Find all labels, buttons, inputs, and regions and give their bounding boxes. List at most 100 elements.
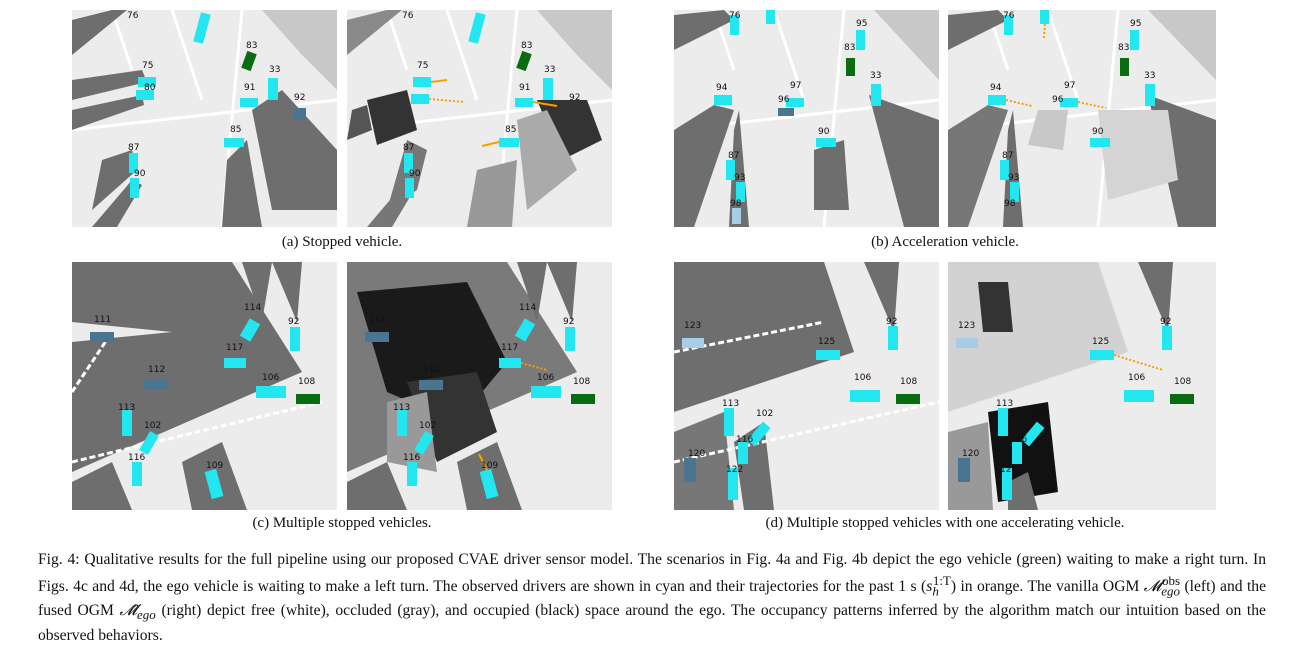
vehicle-label: 83 — [246, 41, 257, 51]
vehicle-label: 116 — [128, 453, 145, 463]
vehicle-label: 33 — [544, 65, 555, 75]
vehicle-label: 122 — [726, 465, 743, 475]
math-M: 𝓜 — [1143, 577, 1162, 595]
vehicle-label: 125 — [818, 337, 835, 347]
vehicle-label: 108 — [573, 377, 590, 387]
vehicle-label: 117 — [501, 343, 518, 353]
vehicle-label: 87 — [728, 151, 739, 161]
vehicle-label: 87 — [128, 143, 139, 153]
panel-b-left-ogm: 76 95 83 94 97 33 96 90 87 93 98 — [674, 10, 939, 227]
vehicle-label: 112 — [148, 365, 165, 375]
vehicle-label: 95 — [1130, 19, 1141, 29]
vehicle-label: 90 — [1092, 127, 1104, 137]
vehicle-label: 106 — [262, 373, 279, 383]
panel-d-left-ogm: 92 123 125 106 108 113 102 116 120 122 — [674, 262, 939, 510]
vehicle-label: 96 — [1052, 95, 1064, 105]
vehicle-label: 106 — [854, 373, 871, 383]
vehicle-label: 90 — [818, 127, 830, 137]
vehicle-label: 114 — [519, 303, 536, 313]
vehicle-label: 76 — [1003, 11, 1015, 21]
vehicle-label: 93 — [734, 173, 745, 183]
vehicle-label: 102 — [756, 409, 773, 419]
vehicle-label: 116 — [403, 453, 420, 463]
vehicle-label: 125 — [1092, 337, 1109, 347]
vehicle-label: 75 — [417, 61, 428, 71]
vehicle-label: 33 — [269, 65, 280, 75]
vehicle-label: 113 — [722, 399, 739, 409]
vehicle-label: 90 — [134, 169, 146, 179]
panel-a-right-fused: 76 75 83 33 91 92 85 87 90 — [347, 10, 612, 227]
math-sub: ego — [1161, 582, 1180, 598]
math-M-hat: 𝓜̂ — [119, 602, 138, 620]
vehicle-label: 92 — [569, 93, 580, 103]
vehicle-label: 92 — [1160, 317, 1171, 327]
vehicle-label: 83 — [844, 43, 855, 53]
vehicle-label: 120 — [962, 449, 979, 459]
vehicle-label: 33 — [870, 71, 881, 81]
vehicle-label: 83 — [521, 41, 532, 51]
vehicle-label: 83 — [1118, 43, 1129, 53]
vehicle-label: 102 — [1030, 409, 1047, 419]
vehicle-label: 92 — [294, 93, 305, 103]
vehicle-label: 108 — [1174, 377, 1191, 387]
vehicle-label: 93 — [1008, 173, 1019, 183]
vehicle-label: 87 — [1002, 151, 1013, 161]
math-sub: ego — [137, 607, 156, 623]
vehicle-label: 123 — [684, 321, 701, 331]
panel-a-left-ogm: 76 75 83 33 91 92 80 85 87 90 — [72, 10, 337, 227]
subcaption-b: (b) Acceleration vehicle. — [871, 234, 1019, 250]
vehicle-label: 111 — [369, 315, 386, 325]
vehicle-label: 122 — [1000, 465, 1017, 475]
vehicle-label: 80 — [144, 83, 156, 93]
vehicle-label: 94 — [716, 83, 728, 93]
vehicle-label: 87 — [403, 143, 414, 153]
subcaption-c: (c) Multiple stopped vehicles. — [252, 515, 432, 531]
vehicle-label: 102 — [144, 421, 161, 431]
figure-caption: Fig. 4: Qualitative results for the full… — [38, 550, 1266, 646]
subcaption-d: (d) Multiple stopped vehicles with one a… — [765, 515, 1125, 531]
vehicle-label: 91 — [519, 83, 530, 93]
vehicle-label: 106 — [537, 373, 554, 383]
vehicle-label: 92 — [886, 317, 897, 327]
math-s: s — [926, 577, 933, 595]
vehicle-label: 109 — [206, 461, 223, 471]
vehicle-label: 112 — [423, 365, 440, 375]
vehicle-label: 76 — [127, 11, 139, 21]
vehicle-label: 106 — [1128, 373, 1145, 383]
subcaption-a: (a) Stopped vehicle. — [281, 234, 403, 250]
caption-text: (left) and the fused OGM — [38, 577, 1266, 620]
vehicle-label: 94 — [990, 83, 1002, 93]
vehicle-label: 117 — [226, 343, 243, 353]
vehicle-label: 108 — [298, 377, 315, 387]
vehicle-label: 113 — [996, 399, 1013, 409]
caption-text: (right) depict free (white), occluded (g… — [38, 602, 1266, 644]
vehicle-label: 96 — [778, 95, 790, 105]
panel-c-right-fused: 114 92 111 117 112 106 108 113 102 116 1… — [347, 262, 612, 510]
panel-c-left-ogm: 114 92 111 117 112 106 108 113 102 116 1… — [72, 262, 337, 510]
vehicle-label: 91 — [244, 83, 255, 93]
vehicle-label: 113 — [118, 403, 135, 413]
vehicle-label: 123 — [958, 321, 975, 331]
caption-text: ) in orange. The vanilla OGM — [950, 577, 1144, 595]
vehicle-label: 76 — [729, 11, 741, 21]
vehicle-label: 95 — [856, 19, 867, 29]
panel-b-right-fused: 76 95 83 94 97 33 96 90 87 93 98 — [948, 10, 1216, 227]
vehicle-label: 114 — [244, 303, 261, 313]
vehicle-label: 76 — [402, 11, 414, 21]
vehicle-label: 92 — [563, 317, 574, 327]
vehicle-label: 113 — [393, 403, 410, 413]
vehicle-label: 85 — [230, 125, 241, 135]
vehicle-label: 108 — [900, 377, 917, 387]
vehicle-label: 97 — [1064, 81, 1075, 91]
vehicle-label: 102 — [419, 421, 436, 431]
vehicle-label: 97 — [790, 81, 801, 91]
vehicle-label: 109 — [481, 461, 498, 471]
math-sup: 1:T — [932, 572, 951, 588]
panel-d-right-fused: 92 123 125 106 108 113 102 116 120 122 — [948, 262, 1216, 510]
math-sup: obs — [1161, 572, 1181, 588]
vehicle-label: 33 — [1144, 71, 1155, 81]
vehicle-label: 111 — [94, 315, 111, 325]
vehicle-label: 98 — [730, 199, 742, 209]
vehicle-label: 116 — [736, 435, 753, 445]
vehicle-label: 92 — [288, 317, 299, 327]
